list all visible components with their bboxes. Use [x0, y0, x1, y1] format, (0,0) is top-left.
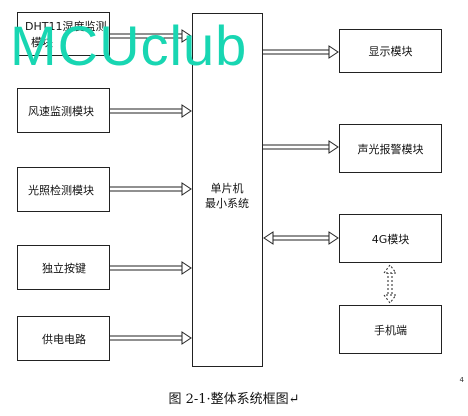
display-module-label: 显示模块: [368, 45, 413, 58]
light-module-label: 光照检测模块: [28, 183, 94, 197]
dht11-module-label-line2: 模块: [31, 36, 53, 49]
buttons-module-label: 独立按键: [42, 261, 86, 275]
arrow-wind-to-mcu: [110, 104, 192, 118]
buzzer-module-box: 声光报警模块: [339, 124, 442, 173]
arrow-light-to-mcu: [110, 182, 192, 196]
phone-box: 手机端: [339, 305, 442, 354]
light-module-box: 光照检测模块: [17, 167, 110, 212]
dht11-module-box: DHT11湿度监测 模块: [17, 12, 110, 56]
arrow-mcu-to-display: [263, 45, 339, 59]
page-number: 4: [459, 376, 464, 384]
arrow-mcu-to-buzzer: [263, 140, 339, 154]
mcu-box: [192, 13, 263, 367]
arrow-dht11-to-mcu: [110, 29, 192, 43]
wind-module-box: 风速监测模块: [17, 88, 110, 133]
wind-module-label: 风速监测模块: [28, 104, 94, 118]
mcu-label: 单片机 最小系统: [192, 181, 262, 211]
power-module-box: 供电电路: [17, 316, 110, 361]
g4-module-label: 4G模块: [371, 232, 410, 246]
buzzer-module-label: 声光报警模块: [357, 142, 424, 156]
mcuclub-watermark: MCUclub: [10, 14, 248, 77]
mcu-label-line1: 单片机: [210, 182, 244, 195]
arrow-4g-phone-wireless: [383, 264, 397, 304]
figure-caption: 图 2-1·整体系统框图↵: [168, 392, 300, 407]
g4-module-box: 4G模块: [339, 214, 442, 263]
arrow-mcu-4g-bidirectional: [263, 231, 339, 245]
mcu-label-line2: 最小系统: [205, 197, 249, 210]
display-module-box: 显示模块: [339, 29, 442, 73]
dht11-module-label-line1: DHT11湿度监测: [25, 20, 107, 33]
arrow-power-to-mcu: [110, 331, 192, 345]
arrow-buttons-to-mcu: [110, 261, 192, 275]
phone-label: 手机端: [374, 323, 407, 337]
power-module-label: 供电电路: [42, 332, 86, 346]
buttons-module-box: 独立按键: [17, 245, 110, 290]
